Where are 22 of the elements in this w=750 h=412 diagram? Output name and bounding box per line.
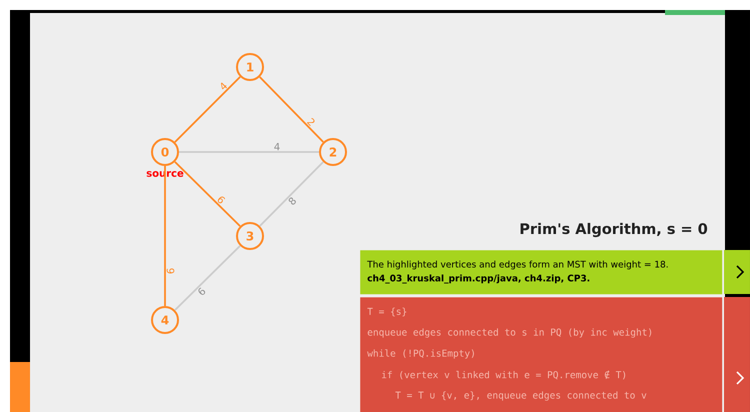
title: Prim's Algorithm, s = 0 xyxy=(520,222,708,238)
graph-edge xyxy=(174,245,241,311)
edge-label: 9 xyxy=(166,268,174,274)
graph-edge xyxy=(179,151,319,153)
message-text: ch4_03_kruskal_prim.cpp/java, ch4.zip, CP3. xyxy=(368,274,590,284)
code-line: T = {s} xyxy=(367,308,406,316)
code-line: while (!PQ.isEmpty) xyxy=(367,349,474,359)
graph-edge xyxy=(259,76,324,143)
code-line: if (vertex v linked with e = PQ.remove ∉ T) xyxy=(382,370,626,380)
edge-label: 4 xyxy=(274,143,280,150)
edge-label: 6 xyxy=(198,288,206,295)
edge-label: 6 xyxy=(218,196,226,204)
code-line: enqueue edges connected to s in PQ (by inc weight) xyxy=(368,328,652,338)
graph-edge xyxy=(259,161,324,227)
code-line: T = T ∪ {v, e}, enqueue edges connected to v xyxy=(395,391,646,401)
graph-edge xyxy=(164,166,166,306)
edge-label: 2 xyxy=(306,118,315,126)
graph-edge xyxy=(174,161,241,227)
graph-edge xyxy=(174,76,241,143)
message-text: The highlighted vertices and edges form an MST with weight = 18. xyxy=(367,260,668,270)
edge-label: 8 xyxy=(288,198,296,205)
edge-label: 4 xyxy=(220,82,227,90)
